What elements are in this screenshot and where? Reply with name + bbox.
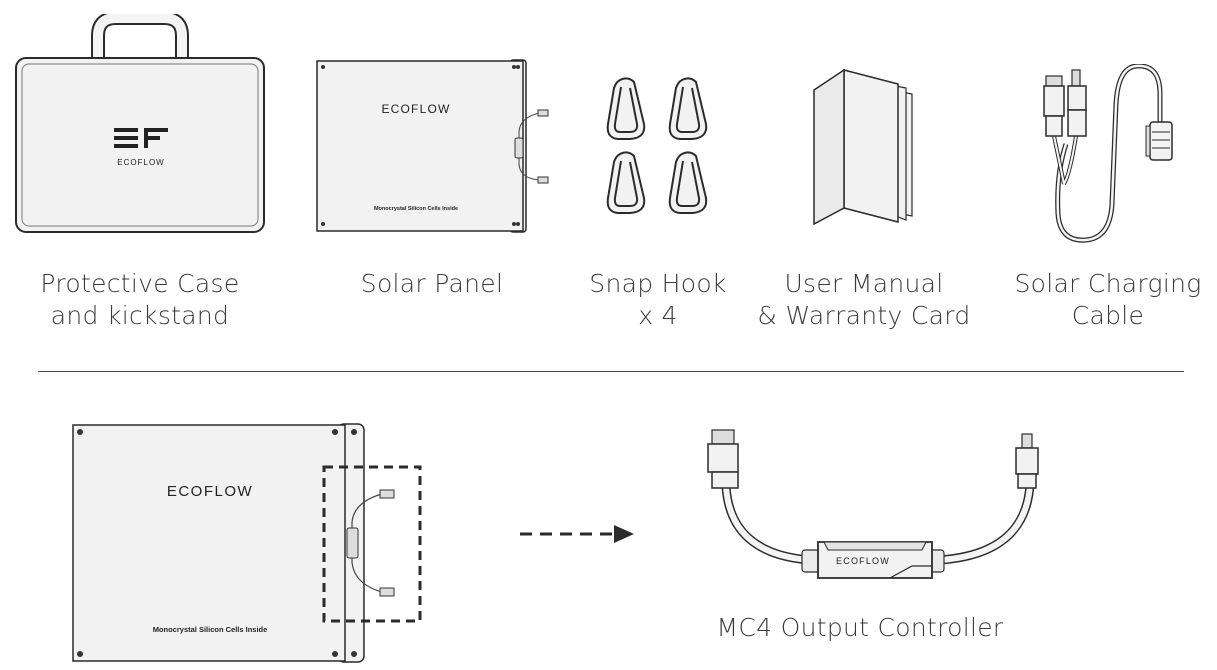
- highlight-box: [322, 465, 422, 623]
- snap-hook-1: [606, 77, 646, 140]
- panel-brand-text: ECOFLOW: [381, 102, 450, 116]
- detail-panel-print-text: Monocrystal Silicon Cells Inside: [153, 625, 268, 634]
- solar-charging-cable-illustration: [1043, 64, 1173, 243]
- caption-user-manual: User Manual & Warranty Card: [757, 269, 971, 330]
- solar-panel-illustration: ECOFLOW Monocrystal Silicon Cells Inside: [316, 59, 549, 233]
- caption-snap-hook: Snap Hook x 4: [589, 269, 727, 330]
- panel-print-text: Monocrystal Silicon Cells Inside: [374, 206, 458, 212]
- case-brand-text: ECOFLOW: [117, 158, 164, 167]
- mc4-output-controller-illustration: ECOFLOW: [707, 429, 1039, 579]
- controller-brand-text: ECOFLOW: [836, 556, 890, 566]
- solar-panel-detail-illustration: ECOFLOW Monocrystal Silicon Cells Inside: [72, 423, 422, 663]
- protective-case-illustration: ECOFLOW: [15, 14, 265, 233]
- user-manual-illustration: [813, 68, 913, 226]
- dashed-arrow-icon: [520, 525, 634, 543]
- caption-solar-charging-cable: Solar Charging Cable: [1014, 269, 1202, 330]
- caption-mc4-output-controller: MC4 Output Controller: [716, 613, 1004, 642]
- caption-protective-case: Protective Case and kickstand: [40, 269, 240, 330]
- snap-hooks-illustration: [606, 77, 708, 214]
- section-divider: [38, 371, 1184, 372]
- caption-solar-panel: Solar Panel: [360, 269, 504, 298]
- detail-panel-brand-text: ECOFLOW: [167, 483, 253, 500]
